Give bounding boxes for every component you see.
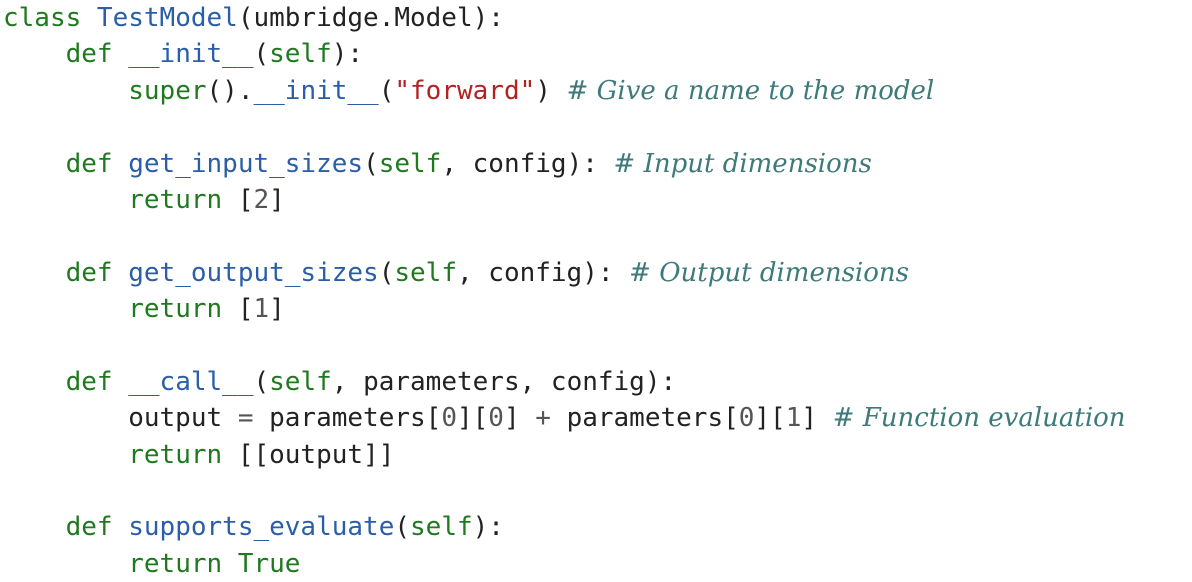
code-line bbox=[3, 218, 1126, 254]
code-identifier: __init__ bbox=[253, 75, 379, 106]
code-number: + bbox=[535, 403, 567, 434]
code-line bbox=[3, 109, 1126, 145]
code-keyword: def bbox=[65, 512, 129, 543]
code-line: def get_output_sizes(self, config): # Ou… bbox=[3, 255, 1126, 291]
code-text bbox=[3, 549, 128, 579]
code-number: 1 bbox=[253, 294, 270, 325]
code-line: return [1] bbox=[3, 291, 1126, 327]
code-keyword: self bbox=[378, 148, 442, 179]
code-string: "forward" bbox=[394, 75, 536, 106]
code-number: 0 bbox=[488, 403, 504, 434]
code-text: ( bbox=[363, 148, 379, 179]
code-line bbox=[3, 473, 1126, 509]
code-text: ] bbox=[269, 184, 285, 215]
code-text: ) bbox=[535, 75, 567, 106]
code-number: 2 bbox=[253, 184, 270, 215]
code-text: , parameters, config): bbox=[331, 366, 677, 397]
code-number: 0 bbox=[738, 403, 755, 434]
code-text: (umbridge.Model): bbox=[237, 3, 504, 33]
code-keyword: self bbox=[269, 39, 332, 70]
code-keyword: return bbox=[128, 439, 238, 470]
code-text: (). bbox=[206, 75, 254, 106]
code-text: ( bbox=[253, 366, 270, 397]
code-text bbox=[3, 512, 66, 542]
code-identifier: TestModel bbox=[96, 3, 238, 33]
code-keyword: super bbox=[128, 75, 207, 106]
code-text: ( bbox=[394, 512, 411, 543]
code-identifier: supports_evaluate bbox=[128, 512, 395, 543]
code-line: def __init__(self): bbox=[3, 36, 1126, 72]
code-keyword: return True bbox=[128, 548, 301, 579]
code-text bbox=[3, 185, 128, 215]
code-text: parameters[ bbox=[269, 403, 442, 434]
code-line: class TestModel(umbridge.Model): bbox=[3, 0, 1126, 36]
code-text bbox=[3, 149, 66, 179]
code-keyword: def bbox=[65, 366, 129, 397]
code-text: ] bbox=[269, 294, 285, 325]
code-number: = bbox=[237, 403, 270, 434]
code-line bbox=[3, 328, 1126, 364]
code-text: ): bbox=[331, 39, 364, 70]
code-text: ][ bbox=[754, 403, 786, 434]
code-text bbox=[3, 76, 128, 106]
code-text bbox=[3, 294, 128, 324]
code-comment: # Give a name to the model bbox=[566, 75, 935, 106]
code-comment: # Input dimensions bbox=[613, 148, 872, 179]
code-text: output bbox=[3, 403, 238, 434]
code-text bbox=[3, 367, 66, 397]
code-text: , config): bbox=[456, 257, 630, 288]
code-listing: class TestModel(umbridge.Model): def __i… bbox=[3, 0, 1126, 582]
code-identifier: get_input_sizes bbox=[128, 148, 364, 179]
code-line: return [2] bbox=[3, 182, 1126, 218]
code-text: ): bbox=[472, 512, 504, 543]
code-keyword: def bbox=[65, 257, 129, 288]
code-number: 0 bbox=[441, 403, 457, 434]
code-number: 1 bbox=[785, 403, 802, 434]
code-line: def __call__(self, parameters, config): bbox=[3, 364, 1126, 400]
code-text: ][ bbox=[456, 403, 489, 434]
code-text bbox=[3, 258, 66, 288]
code-text: [ bbox=[237, 294, 254, 325]
code-text: parameters[ bbox=[566, 403, 739, 434]
code-line: def get_input_sizes(self, config): # Inp… bbox=[3, 146, 1126, 182]
code-text: ] bbox=[801, 403, 833, 434]
code-line: return [[output]] bbox=[3, 437, 1126, 473]
code-text: ( bbox=[253, 39, 270, 70]
code-text: [ bbox=[237, 184, 254, 215]
code-line: def supports_evaluate(self): bbox=[3, 509, 1126, 545]
code-keyword: return bbox=[128, 294, 238, 325]
code-text: , config): bbox=[441, 148, 614, 179]
code-keyword: self bbox=[410, 512, 473, 543]
code-text: ( bbox=[378, 257, 395, 288]
code-keyword: self bbox=[269, 366, 332, 397]
code-text: ] bbox=[503, 403, 536, 434]
code-comment: # Output dimensions bbox=[629, 257, 909, 288]
code-line: super().__init__("forward") # Give a nam… bbox=[3, 73, 1126, 109]
code-text bbox=[3, 39, 66, 69]
code-line: output = parameters[0][0] + parameters[0… bbox=[3, 400, 1126, 436]
code-keyword: return bbox=[128, 184, 238, 215]
code-text: ( bbox=[378, 75, 395, 106]
code-text: [[output]] bbox=[237, 439, 395, 470]
code-keyword: self bbox=[394, 257, 457, 288]
code-identifier: __init__ bbox=[128, 39, 254, 70]
code-identifier: get_output_sizes bbox=[128, 257, 379, 288]
code-keyword: def bbox=[65, 39, 129, 70]
code-keyword: def bbox=[65, 148, 129, 179]
code-identifier: __call__ bbox=[128, 366, 254, 397]
code-keyword: class bbox=[3, 3, 97, 33]
code-line: return True bbox=[3, 546, 1126, 582]
code-text bbox=[3, 440, 128, 470]
code-comment: # Function evaluation bbox=[832, 403, 1126, 434]
